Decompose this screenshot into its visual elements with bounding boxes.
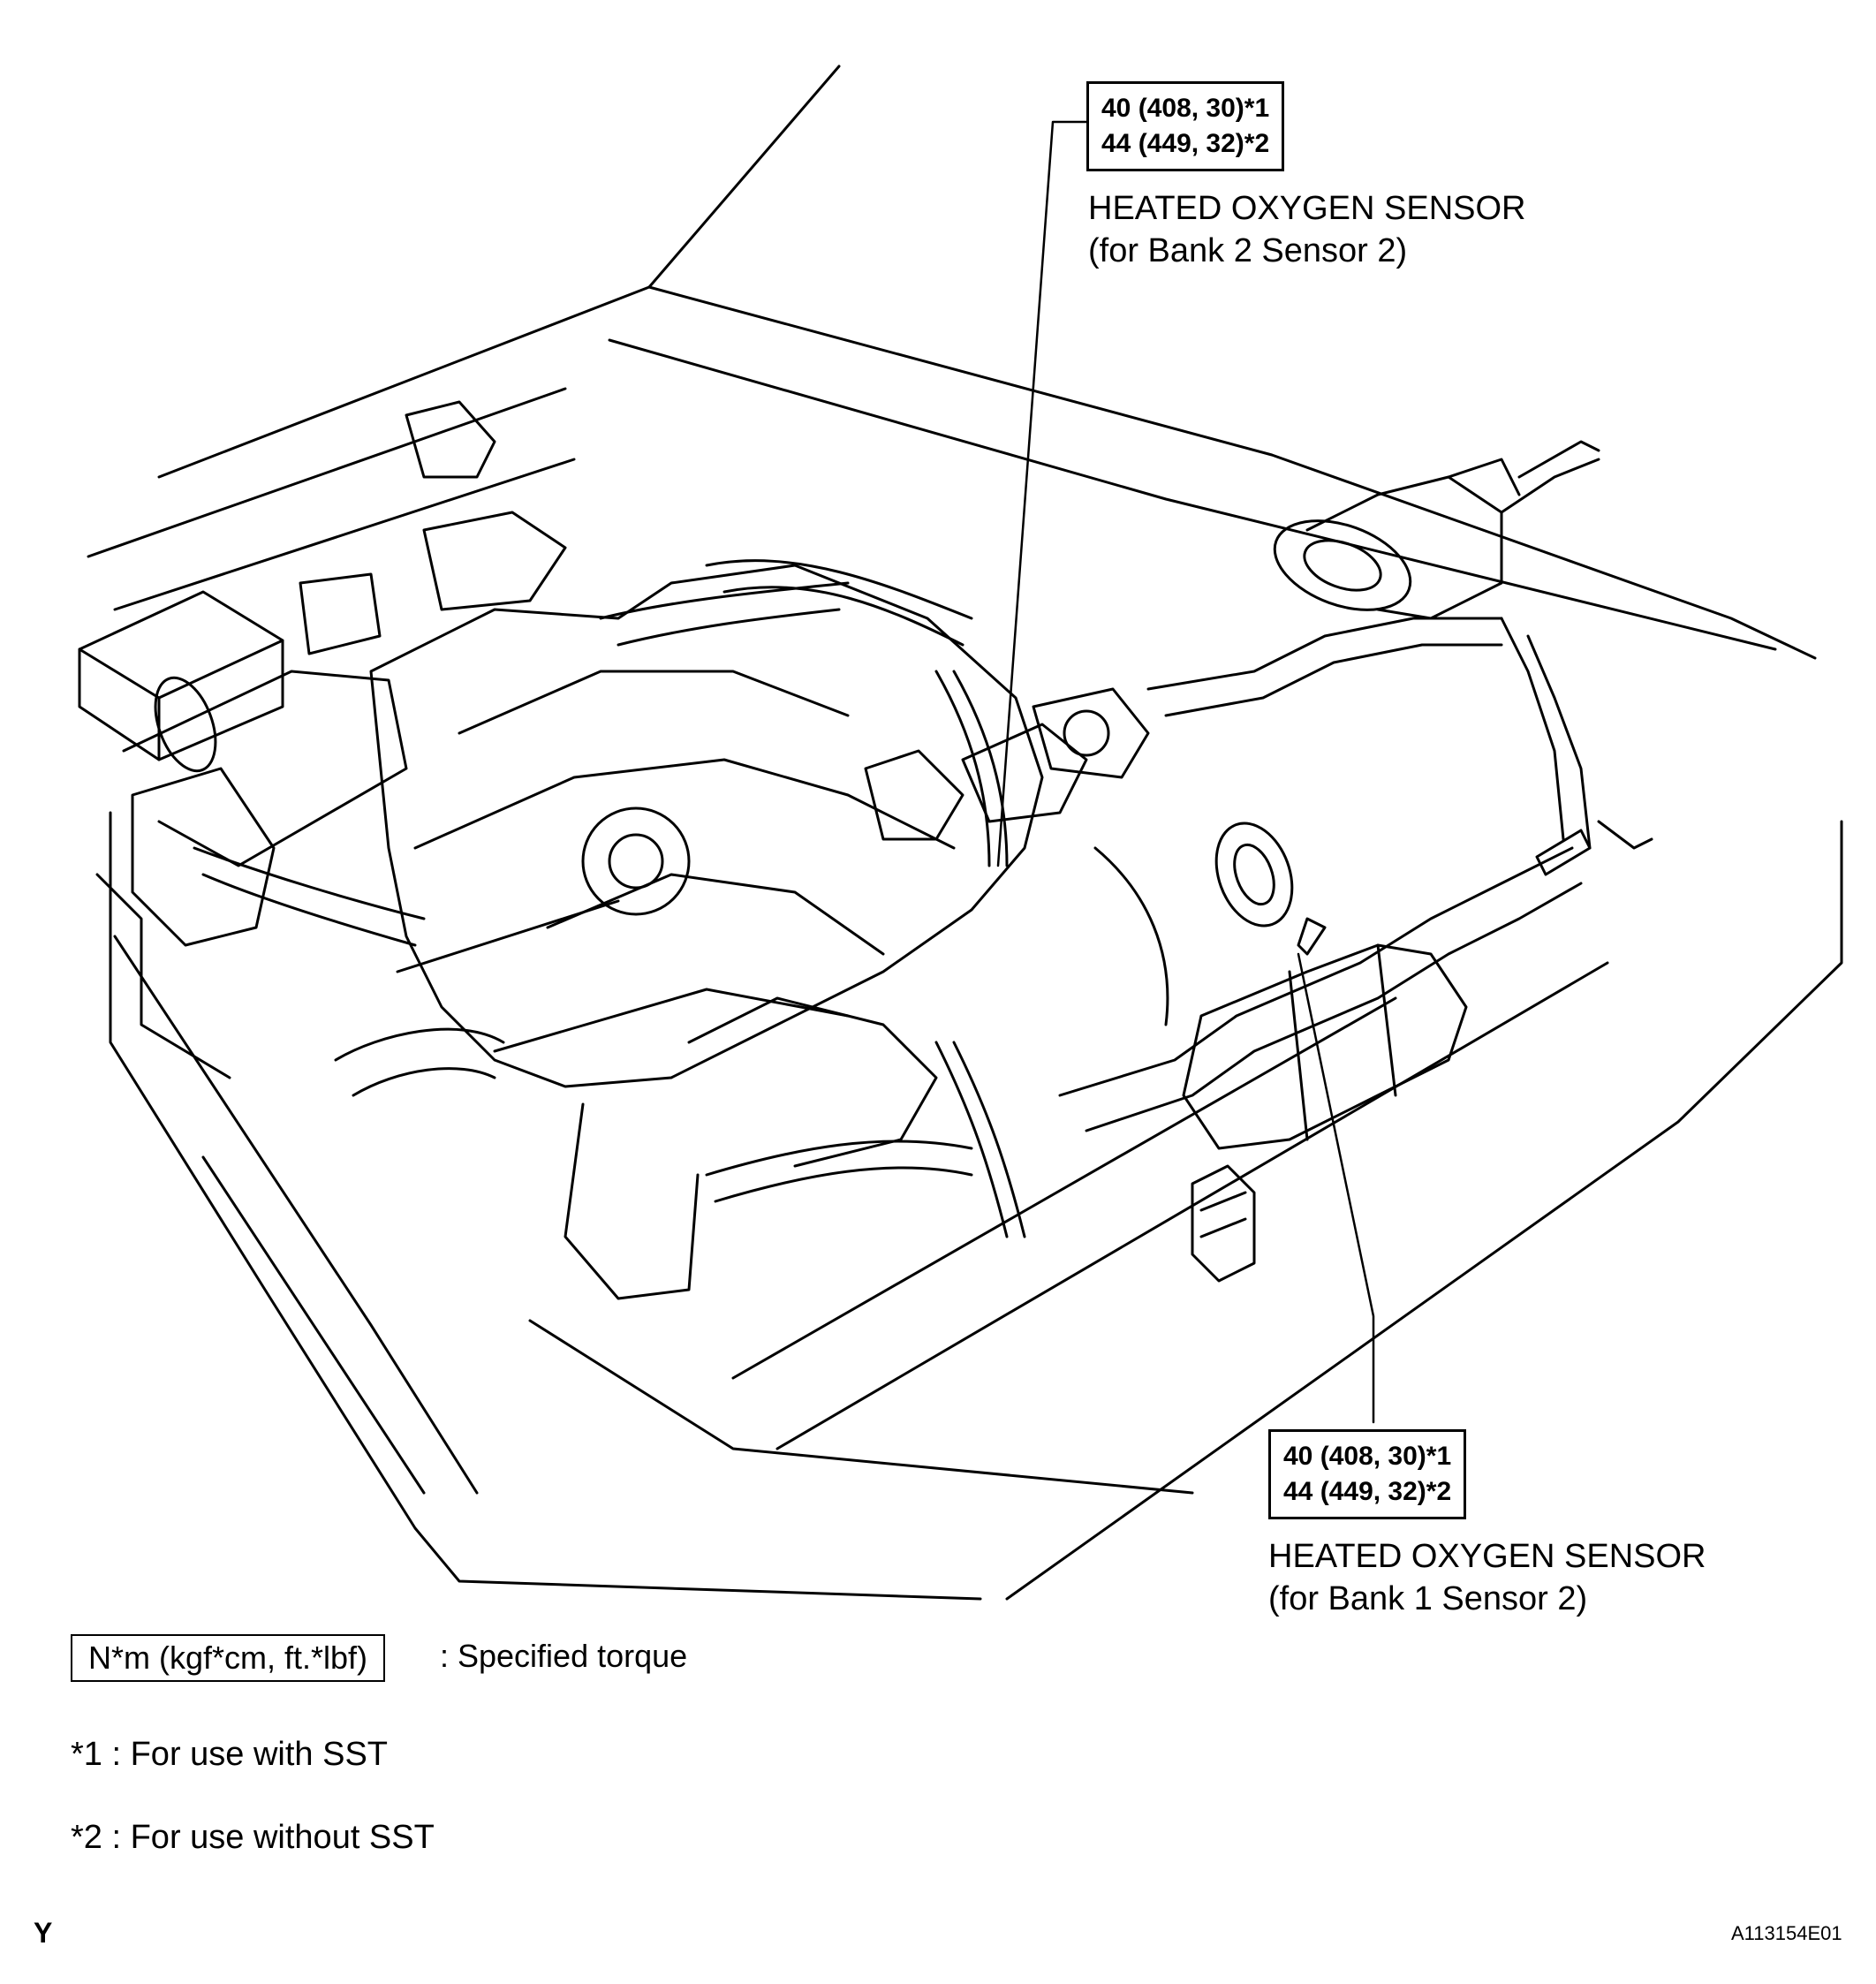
sensor-label-bank1-title: HEATED OXYGEN SENSOR bbox=[1268, 1538, 1706, 1575]
vehicle-body-outline bbox=[87, 64, 1843, 1601]
corner-mark: Y bbox=[34, 1917, 53, 1949]
leader-lines bbox=[996, 120, 1375, 1424]
torque-spec-box-bank1: 40 (408, 30)*1 44 (449, 32)*2 bbox=[1268, 1429, 1467, 1519]
sensor-label-bank2-subtitle: (for Bank 2 Sensor 2) bbox=[1088, 232, 1408, 269]
hoses bbox=[193, 559, 1169, 1238]
sensor-label-bank2-title: HEATED OXYGEN SENSOR bbox=[1088, 190, 1526, 227]
torque-spec-box-bank2: 40 (408, 30)*1 44 (449, 32)*2 bbox=[1086, 81, 1285, 171]
legend-unit-box: N*m (kgf*cm, ft.*lbf) bbox=[71, 1634, 386, 1682]
legend-meaning: : Specified torque bbox=[440, 1638, 688, 1674]
engine-block bbox=[369, 564, 1150, 1300]
note-sst: *1 : For use with SST bbox=[71, 1736, 389, 1773]
sensor-label-bank1-subtitle: (for Bank 1 Sensor 2) bbox=[1268, 1580, 1588, 1617]
note-no-sst: *2 : For use without SST bbox=[71, 1819, 435, 1856]
figure-code: A113154E01 bbox=[1731, 1922, 1842, 1944]
torque-spec-without-sst: 44 (449, 32)*2 bbox=[1283, 1477, 1452, 1506]
torque-spec-with-sst: 40 (408, 30)*1 bbox=[1283, 1442, 1452, 1471]
exhaust-system bbox=[1058, 440, 1653, 1150]
battery-and-air-cleaner bbox=[78, 400, 567, 1079]
torque-spec-with-sst: 40 (408, 30)*1 bbox=[1101, 94, 1270, 123]
ecu-module bbox=[1191, 1164, 1256, 1283]
torque-spec-without-sst: 44 (449, 32)*2 bbox=[1101, 129, 1270, 158]
